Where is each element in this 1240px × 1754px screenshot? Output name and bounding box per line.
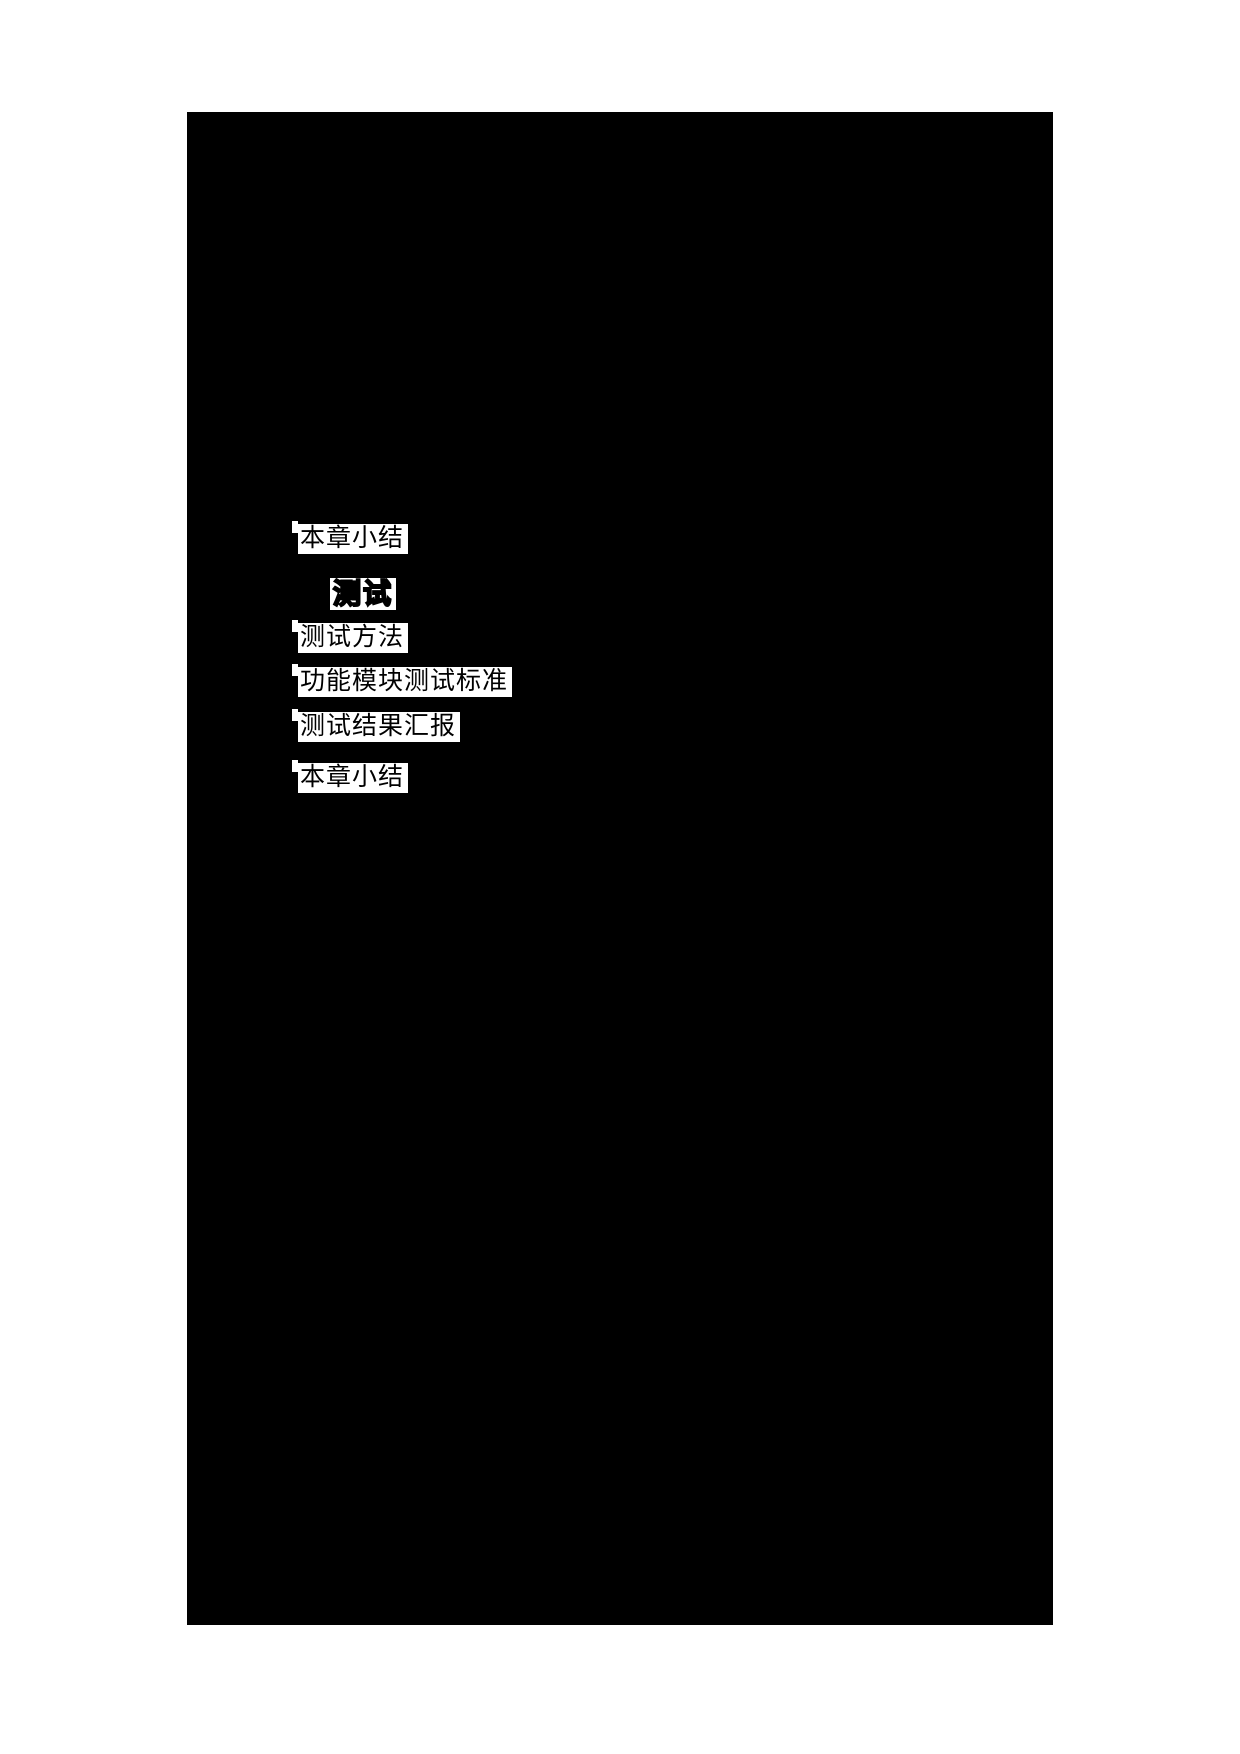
toc-item-test-methods: 测试方法 [298,623,409,653]
chapter-heading-test: 测试 [330,577,397,610]
toc-item-chapter-summary: 本章小结 [298,763,409,793]
toc-item-test-result-report: 测试结果汇报 [298,712,461,742]
highlight-notch [292,620,298,632]
highlight-notch [292,760,298,772]
toc-item-module-test-standards: 功能模块测试标准 [298,667,513,697]
highlighted-text-run: 测试结果汇报 [292,709,461,742]
highlight-notch [292,521,298,533]
highlighted-text-run: 功能模块测试标准 [292,664,513,697]
highlighted-text-run: 本章小结 [292,760,409,793]
redacted-page-body [187,112,1053,1625]
highlighted-text-run: 测试 [330,577,397,610]
highlighted-text-run: 本章小结 [292,521,409,554]
toc-item-chapter-summary: 本章小结 [298,524,409,554]
highlighted-text-run: 测试方法 [292,620,409,653]
highlight-notch [292,709,298,721]
highlight-notch [292,664,298,676]
